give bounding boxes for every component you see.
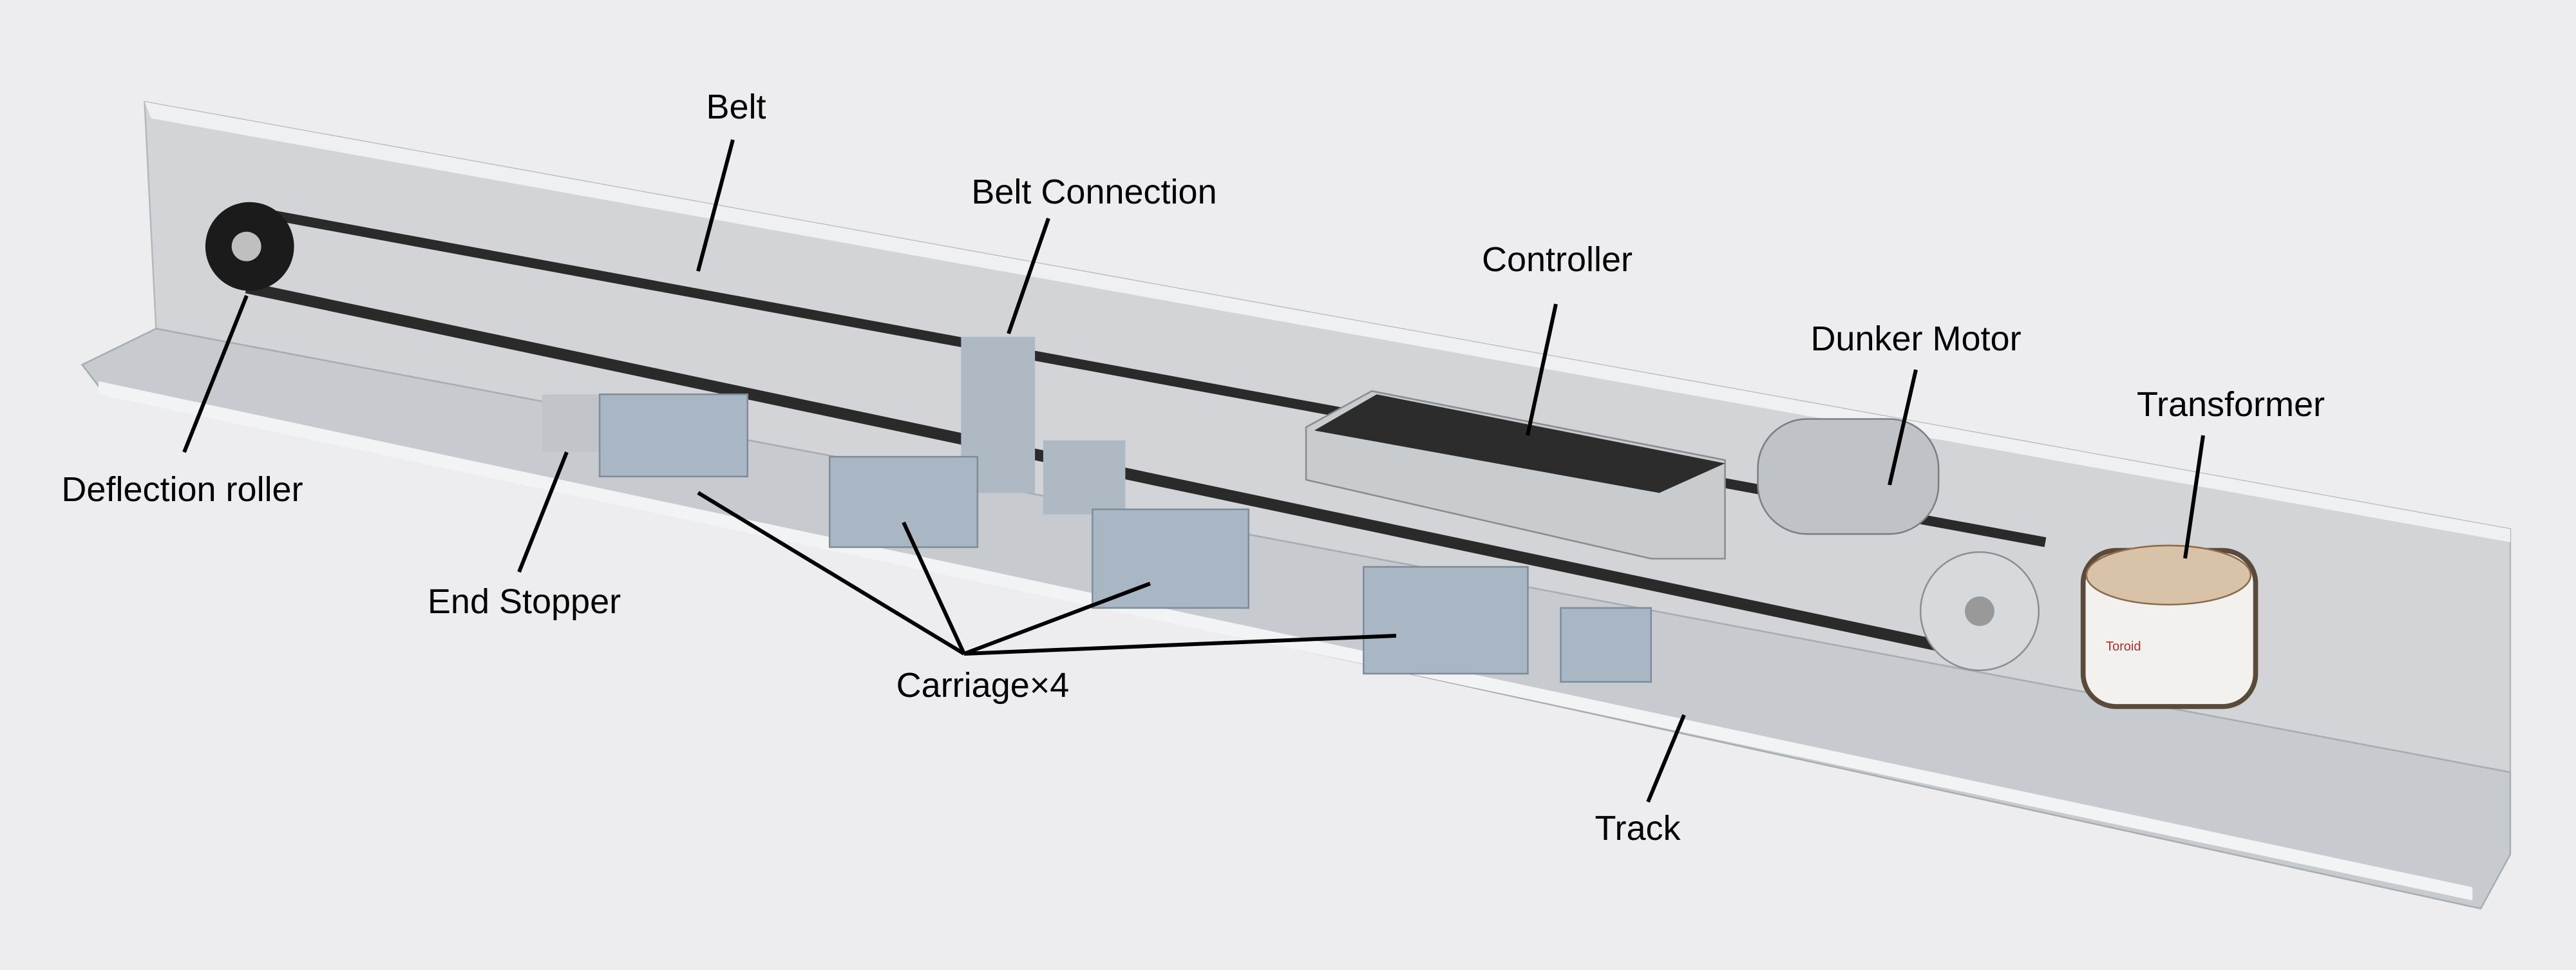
leader-carriage-3: [963, 582, 1151, 656]
label-end-stopper: End Stopper: [427, 582, 621, 621]
label-controller: Controller: [1481, 240, 1633, 279]
label-carriage: Carriage×4: [896, 666, 1070, 705]
transformer-top: [2085, 544, 2252, 606]
label-track: Track: [1595, 809, 1681, 848]
leader-transformer: [2183, 435, 2205, 559]
label-belt-connection: Belt Connection: [971, 173, 1217, 211]
leader-dunker-motor: [1888, 369, 1918, 486]
leader-end-stopper: [517, 451, 569, 573]
carriage-end: [1560, 607, 1653, 683]
deflection-roller-hub: [231, 231, 261, 262]
transformer-brand: Toroid: [2106, 640, 2141, 654]
carriage: [1363, 566, 1529, 675]
leader-track: [1646, 714, 1686, 803]
leader-lines: [182, 139, 2205, 803]
end-stopper: [542, 394, 600, 452]
leader-carriage-1: [697, 491, 965, 656]
leader-deflection-roller: [182, 294, 249, 453]
carriage: [1092, 508, 1250, 609]
carriages: [598, 393, 1653, 683]
label-deflection-roller: Deflection roller: [61, 470, 303, 509]
label-belt: Belt: [706, 88, 766, 126]
label-transformer: Transformer: [2136, 385, 2325, 424]
leader-controller: [1526, 303, 1558, 436]
dunker-motor: [1757, 418, 1940, 535]
label-dunker-motor: Dunker Motor: [1810, 319, 2022, 358]
carriage: [828, 455, 979, 548]
carriage: [598, 393, 748, 478]
belt-upper: [245, 205, 2047, 547]
leader-belt-connection: [1007, 218, 1050, 334]
leader-carriage-2: [902, 521, 966, 655]
leader-carriage-4: [963, 634, 1397, 656]
motor-pulley-hub: [1964, 596, 1994, 626]
leader-belt: [696, 139, 735, 272]
belt-connection-bracket-2: [1043, 440, 1126, 515]
controller-top: [1314, 394, 1725, 493]
